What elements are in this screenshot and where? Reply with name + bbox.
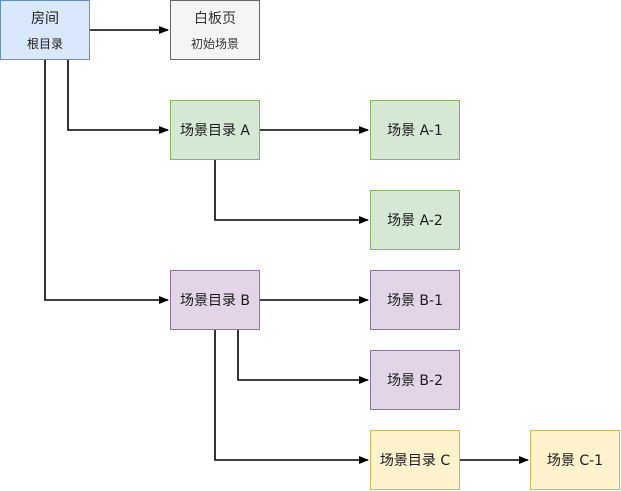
- scene-dir-b-label: 场景目录 B: [179, 293, 251, 309]
- room-title: 房间: [31, 11, 59, 27]
- whiteboard-node[interactable]: 白板页 初始场景: [170, 0, 260, 60]
- edge-room-to-dir-a: [67, 60, 169, 134]
- scene-b1-label: 场景 B-1: [386, 293, 443, 309]
- room-node[interactable]: 房间 根目录: [0, 0, 90, 60]
- edge-dir-b-to-b2: [237, 330, 369, 384]
- scene-dir-b-node[interactable]: 场景目录 B: [170, 270, 260, 330]
- edge-dir-a-to-a2: [214, 160, 369, 224]
- scene-dir-c-node[interactable]: 场景目录 C: [370, 430, 460, 490]
- scene-a2-node[interactable]: 场景 A-2: [370, 190, 460, 250]
- scene-b2-node[interactable]: 场景 B-2: [370, 350, 460, 410]
- scene-dir-c-label: 场景目录 C: [379, 453, 451, 469]
- whiteboard-subtitle: 初始场景: [190, 37, 239, 51]
- scene-dir-a-node[interactable]: 场景目录 A: [170, 100, 260, 160]
- scene-b2-label: 场景 B-2: [386, 373, 443, 389]
- scene-a2-label: 场景 A-2: [387, 213, 443, 229]
- room-subtitle: 根目录: [26, 37, 63, 51]
- whiteboard-title: 白板页: [194, 11, 236, 27]
- scene-a1-node[interactable]: 场景 A-1: [370, 100, 460, 160]
- scene-c1-node[interactable]: 场景 C-1: [530, 430, 620, 490]
- scene-c1-label: 场景 C-1: [546, 453, 604, 469]
- scene-b1-node[interactable]: 场景 B-1: [370, 270, 460, 330]
- scene-a1-label: 场景 A-1: [387, 123, 443, 139]
- edge-room-to-dir-b: [44, 60, 169, 304]
- scene-dir-a-label: 场景目录 A: [179, 123, 251, 139]
- edge-dir-b-to-dir-c: [214, 330, 369, 464]
